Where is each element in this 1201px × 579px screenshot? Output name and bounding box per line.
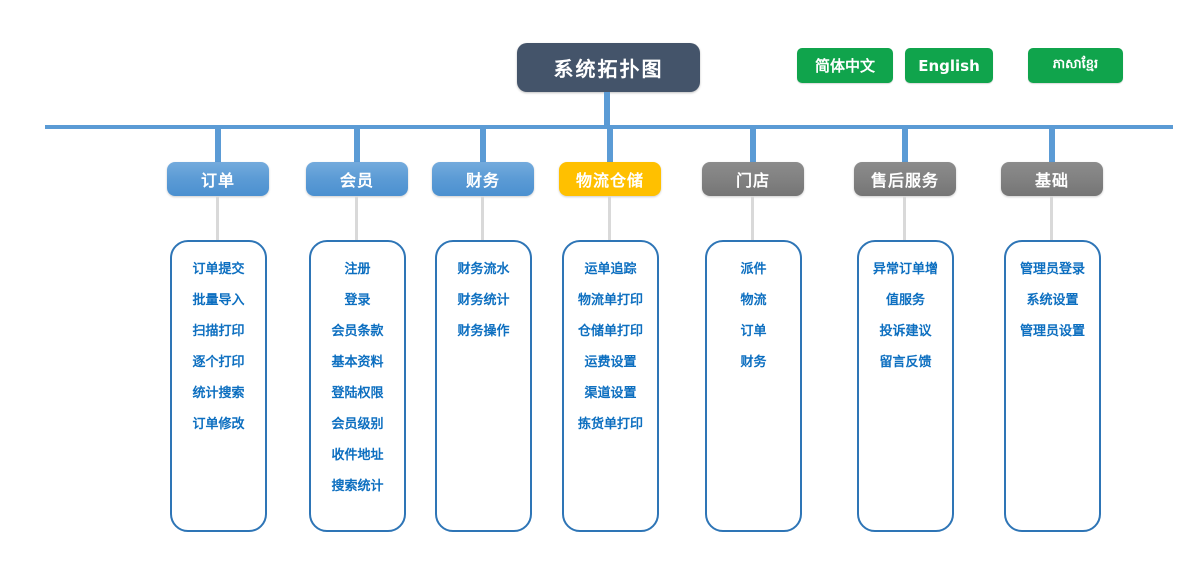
menu-item[interactable]: 财务流水 xyxy=(457,262,510,277)
menu-item[interactable]: 管理员登录 xyxy=(1019,262,1085,277)
menu-item[interactable]: 基本资料 xyxy=(331,355,384,370)
panel-connector-finance xyxy=(481,196,484,240)
menu-item[interactable]: 批量导入 xyxy=(192,293,245,308)
branch-header-after-sales[interactable]: 售后服务 xyxy=(854,162,956,196)
menu-item[interactable]: 运单追踪 xyxy=(584,262,637,277)
branch-connector-members xyxy=(354,129,360,162)
title-connector xyxy=(604,92,610,125)
panel-connector-stores xyxy=(751,196,754,240)
menu-item[interactable]: 系统设置 xyxy=(1026,293,1079,308)
menu-item[interactable]: 物流单打印 xyxy=(577,293,643,308)
branch-header-logistics-warehouse[interactable]: 物流仓储 xyxy=(559,162,661,196)
branch-connector-after-sales xyxy=(902,129,908,162)
menu-item[interactable]: 会员条款 xyxy=(331,324,384,339)
menu-item[interactable]: 派件 xyxy=(740,262,767,277)
branch-panel-finance: 财务流水财务统计财务操作 xyxy=(435,240,532,532)
menu-item[interactable]: 财务操作 xyxy=(457,324,510,339)
branch-panel-orders: 订单提交批量导入扫描打印逐个打印统计搜索订单修改 xyxy=(170,240,267,532)
menu-item[interactable]: 渠道设置 xyxy=(584,386,637,401)
language-button-simplified-chinese[interactable]: 简体中文 xyxy=(797,48,893,83)
branch-connector-stores xyxy=(750,129,756,162)
menu-item[interactable]: 订单提交 xyxy=(192,262,245,277)
language-button-khmer[interactable]: ភាសាខ្មែរ xyxy=(1028,48,1123,83)
menu-item[interactable]: 登录 xyxy=(344,293,371,308)
menu-item[interactable]: 搜索统计 xyxy=(331,479,384,494)
branch-connector-logistics-warehouse xyxy=(607,129,613,162)
branch-connector-basic xyxy=(1049,129,1055,162)
branch-panel-after-sales: 异常订单增值服务投诉建议留言反馈 xyxy=(857,240,954,532)
menu-item[interactable]: 订单 xyxy=(740,324,767,339)
menu-item[interactable]: 财务统计 xyxy=(457,293,510,308)
menu-item[interactable]: 物流 xyxy=(740,293,767,308)
menu-item[interactable]: 异常订单增 xyxy=(872,262,938,277)
branch-panel-basic: 管理员登录系统设置管理员设置 xyxy=(1004,240,1101,532)
branch-connector-orders xyxy=(215,129,221,162)
panel-connector-orders xyxy=(216,196,219,240)
menu-item[interactable]: 统计搜索 xyxy=(192,386,245,401)
branch-connector-finance xyxy=(480,129,486,162)
menu-item[interactable]: 会员级别 xyxy=(331,417,384,432)
branch-panel-stores: 派件物流订单财务 xyxy=(705,240,802,532)
branch-panel-logistics-warehouse: 运单追踪物流单打印仓储单打印运费设置渠道设置拣货单打印 xyxy=(562,240,659,532)
page-title: 系统拓扑图 xyxy=(517,43,700,92)
panel-connector-logistics-warehouse xyxy=(608,196,611,240)
branch-panel-members: 注册登录会员条款基本资料登陆权限会员级别收件地址搜索统计 xyxy=(309,240,406,532)
branch-header-orders[interactable]: 订单 xyxy=(167,162,269,196)
menu-item[interactable]: 值服务 xyxy=(885,293,925,308)
menu-item[interactable]: 仓储单打印 xyxy=(577,324,643,339)
language-button-english[interactable]: English xyxy=(905,48,993,83)
main-connector-line xyxy=(45,125,1173,129)
menu-item[interactable]: 管理员设置 xyxy=(1019,324,1085,339)
menu-item[interactable]: 订单修改 xyxy=(192,417,245,432)
panel-connector-basic xyxy=(1050,196,1053,240)
branch-header-stores[interactable]: 门店 xyxy=(702,162,804,196)
menu-item[interactable]: 留言反馈 xyxy=(879,355,932,370)
menu-item[interactable]: 运费设置 xyxy=(584,355,637,370)
menu-item[interactable]: 登陆权限 xyxy=(331,386,384,401)
menu-item[interactable]: 收件地址 xyxy=(331,448,384,463)
branch-header-basic[interactable]: 基础 xyxy=(1001,162,1103,196)
menu-item[interactable]: 拣货单打印 xyxy=(577,417,643,432)
branch-header-finance[interactable]: 财务 xyxy=(432,162,534,196)
menu-item[interactable]: 注册 xyxy=(344,262,371,277)
menu-item[interactable]: 投诉建议 xyxy=(879,324,932,339)
branch-header-members[interactable]: 会员 xyxy=(306,162,408,196)
menu-item[interactable]: 扫描打印 xyxy=(192,324,245,339)
menu-item[interactable]: 财务 xyxy=(740,355,767,370)
panel-connector-after-sales xyxy=(903,196,906,240)
panel-connector-members xyxy=(355,196,358,240)
menu-item[interactable]: 逐个打印 xyxy=(192,355,245,370)
